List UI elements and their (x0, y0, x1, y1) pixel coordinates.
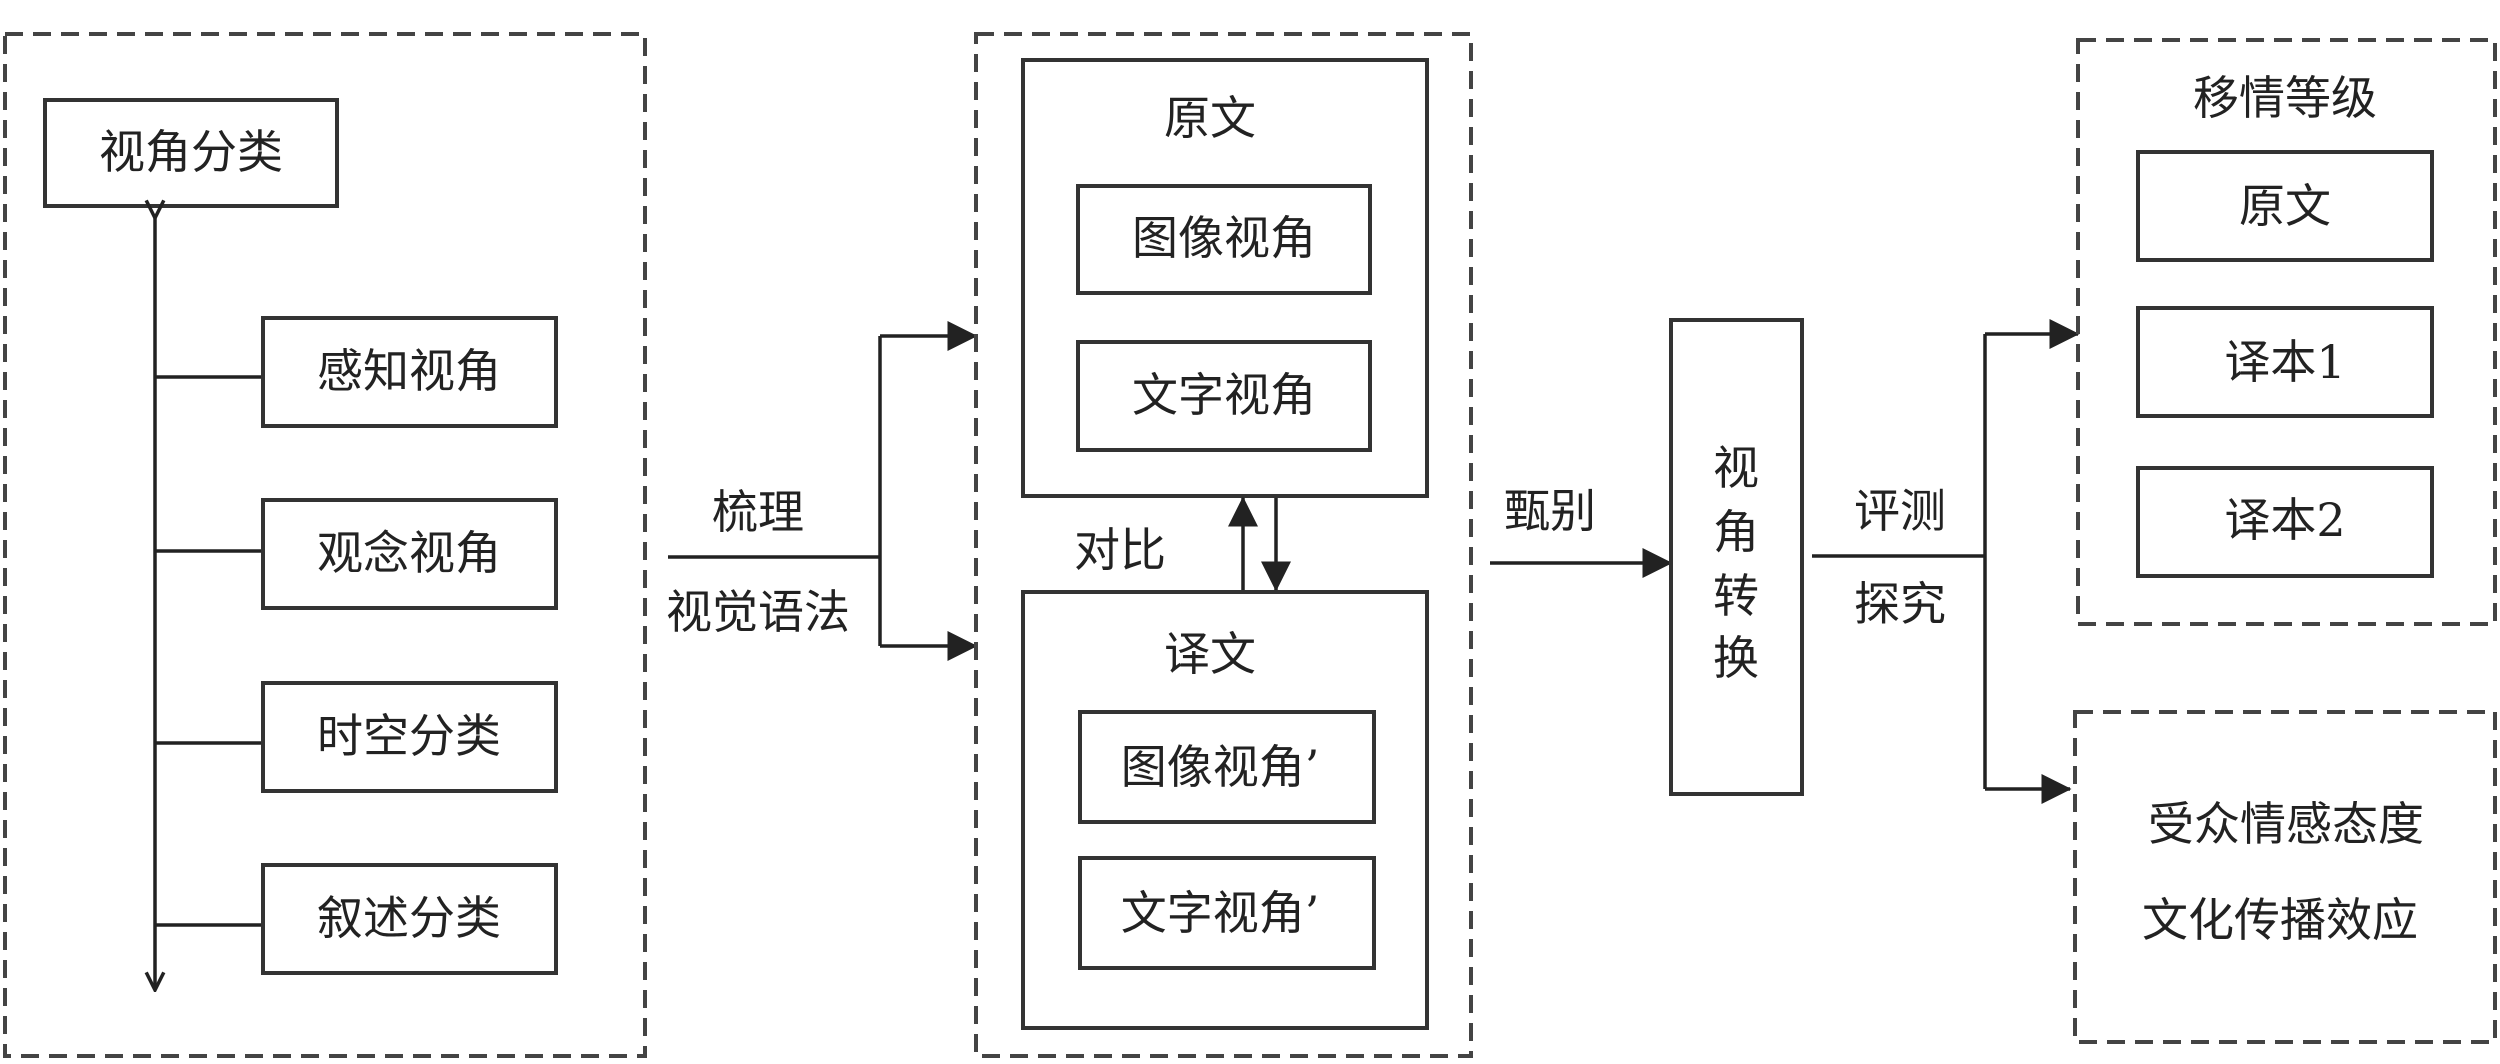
target-item-box (1078, 856, 1376, 970)
classification-group: 视角分类 感知视角 观念视角 时空分类 叙述分类 (3, 32, 647, 1058)
source-item-box (1076, 184, 1372, 295)
classification-item: 叙述分类 (317, 891, 501, 945)
empathy-frame (2076, 38, 2497, 626)
step1-label-top: 梳理 (712, 485, 804, 539)
core-char: 角 (1713, 505, 1759, 559)
step3-label-bottom: 探究 (1854, 577, 1946, 631)
target-item: 文字视角’ (1121, 886, 1320, 940)
classification-item-box (261, 316, 558, 428)
classification-frame (3, 32, 647, 1058)
classification-item-box (261, 498, 558, 610)
classification-item: 观念视角 (317, 526, 501, 580)
empathy-item-box (2136, 306, 2434, 418)
source-item-box (1076, 340, 1372, 452)
empathy-item-box (2136, 466, 2434, 578)
empathy-item: 原文 (2239, 179, 2331, 233)
core-char: 转 (1713, 569, 1759, 623)
empathy-title: 移情等级 (2193, 71, 2377, 125)
source-title: 原文 (1164, 91, 1256, 145)
classification-header-box (43, 98, 339, 208)
step3-connector: 评测 探究 (1812, 319, 2080, 804)
source-item: 图像视角 (1132, 211, 1316, 265)
empathy-group: 移情等级 原文 译本1 译本2 (2076, 38, 2497, 626)
empathy-item-box (2136, 150, 2434, 262)
classification-item: 感知视角 (317, 344, 501, 398)
classification-header: 视角分类 (99, 125, 283, 179)
source-item: 文字视角 (1132, 368, 1316, 422)
step1-label-bottom: 视觉语法 (666, 585, 850, 639)
audience-group: 受众情感态度 文化传播效应 (2073, 710, 2497, 1044)
target-item-box (1078, 710, 1376, 824)
step1-connector: 梳理 视觉语法 (666, 321, 978, 661)
target-title: 译文 (1164, 627, 1256, 681)
step3-label-top: 评测 (1854, 484, 1946, 538)
step2-connector: 甄别 (1490, 484, 1673, 578)
step2-label: 甄别 (1504, 484, 1596, 538)
empathy-item: 译本1 (2224, 335, 2345, 389)
core-box (1669, 318, 1804, 796)
core-group: 视 角 转 换 (1669, 318, 1804, 796)
relation-label: 对比 (1074, 523, 1166, 577)
comparison-frame (974, 32, 1473, 1058)
core-char: 视 (1713, 441, 1759, 495)
classification-item-box (261, 863, 558, 975)
classification-item: 时空分类 (317, 709, 501, 763)
classification-item-box (261, 681, 558, 793)
audience-line: 受众情感态度 (2148, 797, 2424, 851)
target-item: 图像视角’ (1121, 740, 1320, 794)
empathy-item: 译本2 (2224, 493, 2345, 547)
audience-line: 文化传播效应 (2142, 893, 2418, 947)
comparison-group: 原文 图像视角 文字视角 对比 译文 图像视角’ 文字视角’ (974, 32, 1473, 1058)
core-char: 换 (1713, 631, 1759, 685)
audience-frame (2073, 710, 2497, 1044)
